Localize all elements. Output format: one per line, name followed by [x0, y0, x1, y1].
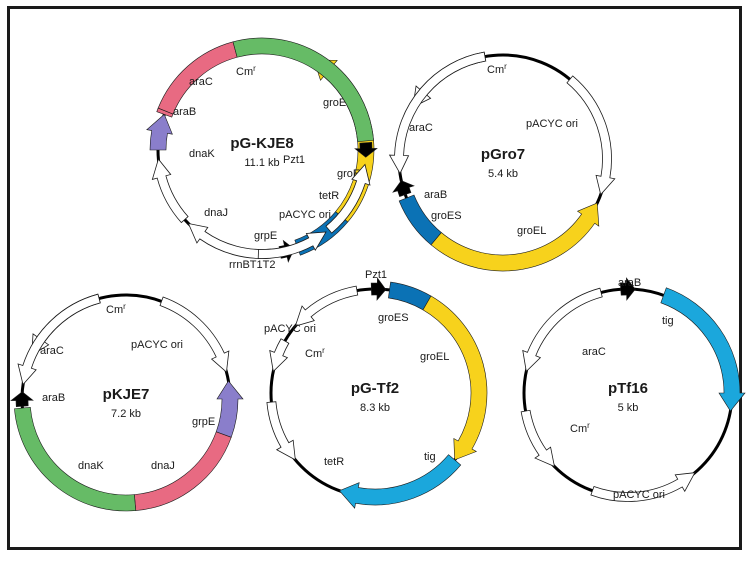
feature-grpe-mark: [215, 380, 244, 438]
feature-label-dnaj: dnaJ: [204, 207, 228, 219]
feature-arac-mark: [17, 293, 101, 386]
feature-label-grpe: grpE: [254, 230, 277, 242]
plasmid-pTf16: araB tig pACYC ori Cmr araC pTf16 5 kb: [520, 277, 746, 502]
feature-label-pzt1: Pzt1: [365, 269, 387, 281]
feature-pacyc-ori-mark: [151, 158, 189, 224]
feature-pzt1-mark: [370, 277, 387, 301]
feature-arac-mark: [388, 51, 487, 175]
feature-tetr-mark: [187, 222, 272, 259]
feature-label-tetr: tetR: [324, 456, 344, 468]
feature-label-arab: araB: [424, 189, 447, 201]
feature-label-pzt1: Pzt1: [283, 154, 305, 166]
feature-pacyc-ori-mark: [159, 296, 230, 373]
feature-arac-mark: [522, 287, 603, 373]
feature-label-cmr: Cmr: [487, 62, 507, 76]
plasmid-size: 7.2 kb: [111, 408, 141, 420]
plasmid-name: pKJE7: [103, 386, 150, 403]
plasmid-size: 8.3 kb: [360, 402, 390, 414]
figure-frame: [7, 6, 742, 550]
feature-dnak-mark: [14, 407, 137, 512]
feature-label-arac: araC: [189, 76, 213, 88]
feature-label-groel: groEL: [420, 351, 449, 363]
feature-tig-mark: [338, 454, 462, 509]
feature-label-arac: araC: [409, 122, 433, 134]
feature-arab-mark: [10, 391, 34, 407]
feature-pacyc-ori-mark: [566, 75, 616, 196]
feature-pacyc-ori-mark: [294, 285, 359, 327]
feature-groel-mark: [422, 295, 488, 461]
feature-label-tig: tig: [424, 451, 436, 463]
plasmid-name: pG-KJE8: [230, 135, 293, 152]
feature-arab-mark: [354, 142, 378, 158]
feature-dnak-mark: [232, 37, 374, 142]
feature-cmr-mark: [269, 338, 290, 373]
plasmid-pKJE7: Cmr pACYC ori grpE dnaJ dnaK araB araC pKJE7 7.2…: [10, 293, 244, 512]
feature-groes-mark: [398, 194, 442, 246]
feature-label-dnak: dnaK: [78, 460, 104, 472]
feature-label-pacyc-ori: pACYC ori: [279, 209, 331, 221]
plasmid-name: pTf16: [608, 380, 648, 397]
plasmid-name: pGro7: [481, 146, 525, 163]
feature-rrnbt1t2-mark: [146, 113, 173, 151]
feature-label-arab: araB: [618, 277, 641, 289]
feature-arac-mark: [325, 163, 371, 234]
plasmid-size: 5.4 kb: [488, 168, 518, 180]
feature-label-cmr: Cmr: [106, 302, 126, 316]
feature-pacyc-ori-mark: [590, 472, 696, 502]
feature-groes-mark: [388, 281, 432, 311]
feature-label-tig: tig: [662, 315, 674, 327]
feature-label-tetr: tetR: [319, 190, 339, 202]
feature-label-arab: araB: [173, 106, 196, 118]
feature-label-pacyc-ori: pACYC ori: [264, 323, 316, 335]
feature-label-pacyc-ori: pACYC ori: [131, 339, 183, 351]
feature-label-dnaj: dnaJ: [151, 460, 175, 472]
feature-label-rrnbt1t2: rrnBT1T2: [229, 259, 275, 271]
feature-label-cmr: Cmr: [305, 346, 325, 360]
feature-label-pacyc-ori: pACYC ori: [526, 118, 578, 130]
feature-arab-mark: [392, 180, 415, 198]
feature-dnaj-mark: [134, 431, 232, 511]
plasmid-size: 5 kb: [618, 402, 639, 414]
feature-tig-mark: [660, 287, 746, 412]
feature-label-arac: araC: [40, 345, 64, 357]
feature-label-cmr: Cmr: [236, 64, 256, 78]
plasmid-size: 11.1 kb: [244, 157, 279, 169]
feature-label-pacyc-ori: pACYC ori: [613, 489, 665, 501]
feature-cmr-mark: [257, 231, 327, 259]
plasmid-name: pG-Tf2: [351, 380, 399, 397]
feature-label-arac: araC: [582, 346, 606, 358]
plasmid-pGro7: Cmr pACYC ori groEL groES araB araC pGro7 5.4 k…: [388, 51, 616, 272]
feature-label-dnak: dnaK: [189, 148, 215, 160]
plasmid-pG-Tf2: Pzt1 groES groEL tig tetR Cmr pACYC ori pG-Tf2 8…: [264, 269, 488, 509]
feature-label-grpe: grpE: [192, 416, 215, 428]
feature-label-groel: groEL: [517, 225, 546, 237]
feature-tetr-mark: [266, 401, 296, 461]
feature-label-arab: araB: [42, 392, 65, 404]
feature-label-cmr: Cmr: [570, 421, 590, 435]
feature-label-groes: groES: [431, 210, 462, 222]
feature-arab-mark: [620, 277, 636, 301]
feature-cmr-mark: [520, 409, 556, 468]
feature-label-groes: groES: [378, 312, 409, 324]
